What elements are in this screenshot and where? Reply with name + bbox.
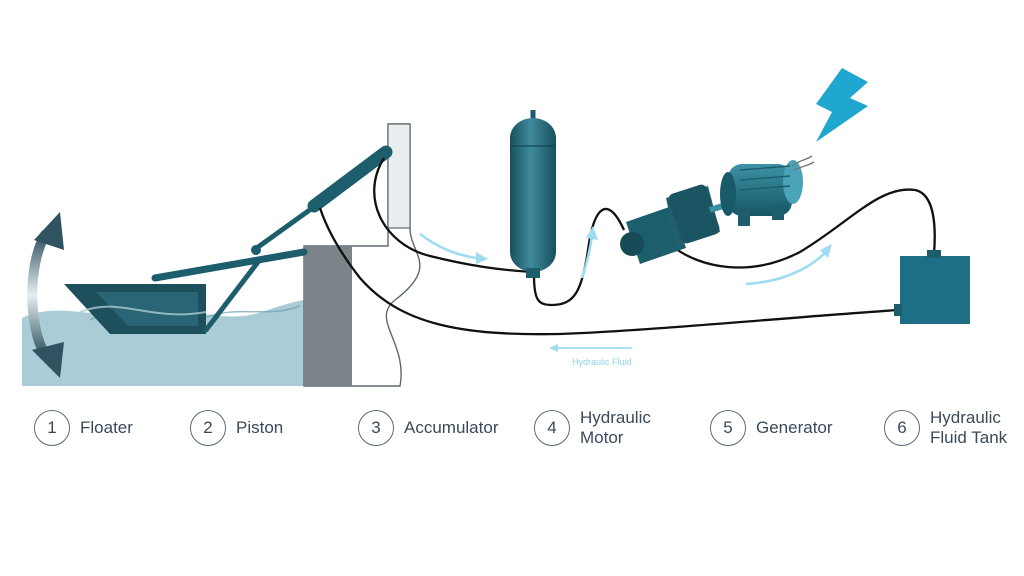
lightning-bolt-icon xyxy=(816,68,868,142)
seawall-front-face xyxy=(304,246,352,386)
legend-item-hydraulic-motor: 4 Hydraulic Motor xyxy=(534,408,651,448)
legend-item-hydraulic-fluid-tank: 6 Hydraulic Fluid Tank xyxy=(884,408,1007,448)
hydraulic-fluid-label: Hydraulic Fluid xyxy=(572,357,632,367)
oscillation-arrowhead-top xyxy=(34,212,64,250)
floater-inner xyxy=(96,292,198,326)
hydraulic-motor xyxy=(620,184,720,264)
legend-number-2: 2 xyxy=(190,410,226,446)
flow-arrowhead-1 xyxy=(476,252,488,264)
hose-accumulator-to-motor xyxy=(532,208,626,307)
legend-number-4: 4 xyxy=(534,410,570,446)
linkage-brace xyxy=(203,259,261,333)
legend-item-floater: 1 Floater xyxy=(34,410,133,446)
generator xyxy=(720,160,803,226)
piston-cylinder xyxy=(307,145,393,213)
hose-motor-to-tank xyxy=(671,188,936,269)
flow-arrow-3 xyxy=(745,251,827,286)
legend-number-1: 1 xyxy=(34,410,70,446)
hose-tank-return xyxy=(318,207,899,336)
tank-side-port xyxy=(894,304,902,316)
legend-label-hydraulic-fluid-tank: Hydraulic Fluid Tank xyxy=(930,408,1008,447)
seawall-top-post xyxy=(387,123,411,229)
flow-arrowhead-3 xyxy=(820,244,832,258)
flow-arrowhead-4 xyxy=(549,344,558,352)
legend-item-piston: 2 Piston xyxy=(190,410,283,446)
legend-label-accumulator: Accumulator xyxy=(404,418,499,437)
legend-item-accumulator: 3 Accumulator xyxy=(358,410,498,446)
hydraulic-fluid-tank xyxy=(900,256,970,324)
generator-wires xyxy=(791,155,815,171)
component-legend: 1 Floater 2 Piston 3 Accumulator 4 Hydra… xyxy=(0,400,1024,460)
legend-label-piston: Piston xyxy=(236,418,284,437)
flow-arrowhead-2 xyxy=(586,226,598,240)
tank-top-port xyxy=(927,250,941,258)
floater-water-line xyxy=(79,305,207,316)
legend-label-generator: Generator xyxy=(756,418,833,437)
oscillation-arrowhead-bottom xyxy=(32,342,64,378)
legend-number-6: 6 xyxy=(884,410,920,446)
accumulator-base xyxy=(526,268,540,278)
legend-label-hydraulic-motor: Hydraulic Motor xyxy=(580,408,651,447)
floater-arm xyxy=(151,248,308,282)
piston-rod xyxy=(251,201,321,253)
oscillation-arrow-icon xyxy=(27,230,50,360)
legend-label-floater: Floater xyxy=(80,418,133,437)
legend-number-3: 3 xyxy=(358,410,394,446)
legend-number-5: 5 xyxy=(710,410,746,446)
water xyxy=(22,298,315,386)
piston-joint xyxy=(251,245,261,255)
flow-arrow-2 xyxy=(580,235,594,279)
accumulator xyxy=(510,118,556,272)
legend-item-generator: 5 Generator xyxy=(710,410,833,446)
hose-piston-to-accumulator xyxy=(373,157,533,274)
flow-arrow-1 xyxy=(419,232,477,260)
